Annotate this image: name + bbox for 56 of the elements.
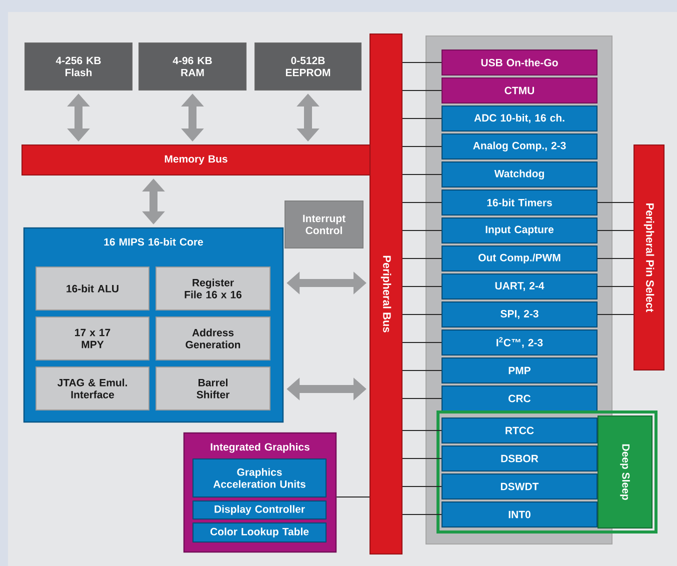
connector-line: [598, 314, 634, 316]
peripheral-box: SPI, 2-3: [442, 302, 598, 328]
bus-bar: Peripheral Bus: [370, 34, 402, 554]
connector-line: [402, 398, 442, 400]
connector-line: [402, 514, 442, 516]
graphics-unit-box: Display Controller: [192, 500, 326, 520]
connector-line: [598, 230, 634, 232]
peripheral-box: ADC 10-bit, 16 ch.: [442, 106, 598, 132]
connector-line: [598, 258, 634, 260]
connector-line: [402, 230, 442, 232]
peripheral-box: CRC: [442, 386, 598, 412]
peripheral-box: Watchdog: [442, 162, 598, 188]
connector-line: [402, 174, 442, 176]
peripheral-box: DSBOR: [442, 446, 598, 472]
connector-line: [336, 496, 370, 498]
core-unit-box: JTAG & Emul. Interface: [36, 366, 150, 410]
peripheral-box: Out Comp./PWM: [442, 246, 598, 272]
core-unit-box: Barrel Shifter: [156, 366, 270, 410]
connector-line: [402, 258, 442, 260]
peripheral-box: UART, 2-4: [442, 274, 598, 300]
peripheral-box: Analog Comp., 2-3: [442, 134, 598, 160]
connector-line: [402, 486, 442, 488]
connector-line: [402, 202, 442, 204]
bus-bar: Peripheral Pin Select: [634, 144, 664, 370]
core-unit-box: Register File 16 x 16: [156, 266, 270, 310]
connector-line: [598, 286, 634, 288]
connector-line: [402, 430, 442, 432]
peripheral-box: RTCC: [442, 418, 598, 444]
memory-block: 0-512B EEPROM: [254, 42, 362, 90]
connector-line: [402, 90, 442, 92]
connector-line: [402, 62, 442, 64]
memory-bus-bar: Memory Bus: [22, 144, 370, 176]
core-unit-box: 17 x 17 MPY: [36, 316, 150, 360]
peripheral-box: PMP: [442, 358, 598, 384]
peripheral-box: DSWDT: [442, 474, 598, 500]
interrupt-box: Interrupt Control: [284, 200, 364, 248]
graphics-unit-box: Color Lookup Table: [192, 522, 326, 542]
graphics-unit-box: Graphics Acceleration Units: [192, 458, 326, 498]
connector-line: [402, 314, 442, 316]
memory-block: 4-96 KB RAM: [138, 42, 246, 90]
connector-line: [598, 202, 634, 204]
connector-line: [402, 118, 442, 120]
connector-line: [402, 342, 442, 344]
connector-line: [402, 146, 442, 148]
connector-line: [402, 370, 442, 372]
peripheral-box: I$^{2}$C™, 2-3: [442, 330, 598, 356]
core-unit-box: 16-bit ALU: [36, 266, 150, 310]
peripheral-box: 16-bit Timers: [442, 190, 598, 216]
core-unit-box: Address Generation: [156, 316, 270, 360]
peripheral-box: INT0: [442, 502, 598, 528]
peripheral-box: Input Capture: [442, 218, 598, 244]
peripheral-box: USB On-the-Go: [442, 50, 598, 76]
memory-block: 4-256 KB Flash: [24, 42, 132, 90]
connector-line: [402, 286, 442, 288]
peripheral-box: CTMU: [442, 78, 598, 104]
connector-line: [402, 458, 442, 460]
